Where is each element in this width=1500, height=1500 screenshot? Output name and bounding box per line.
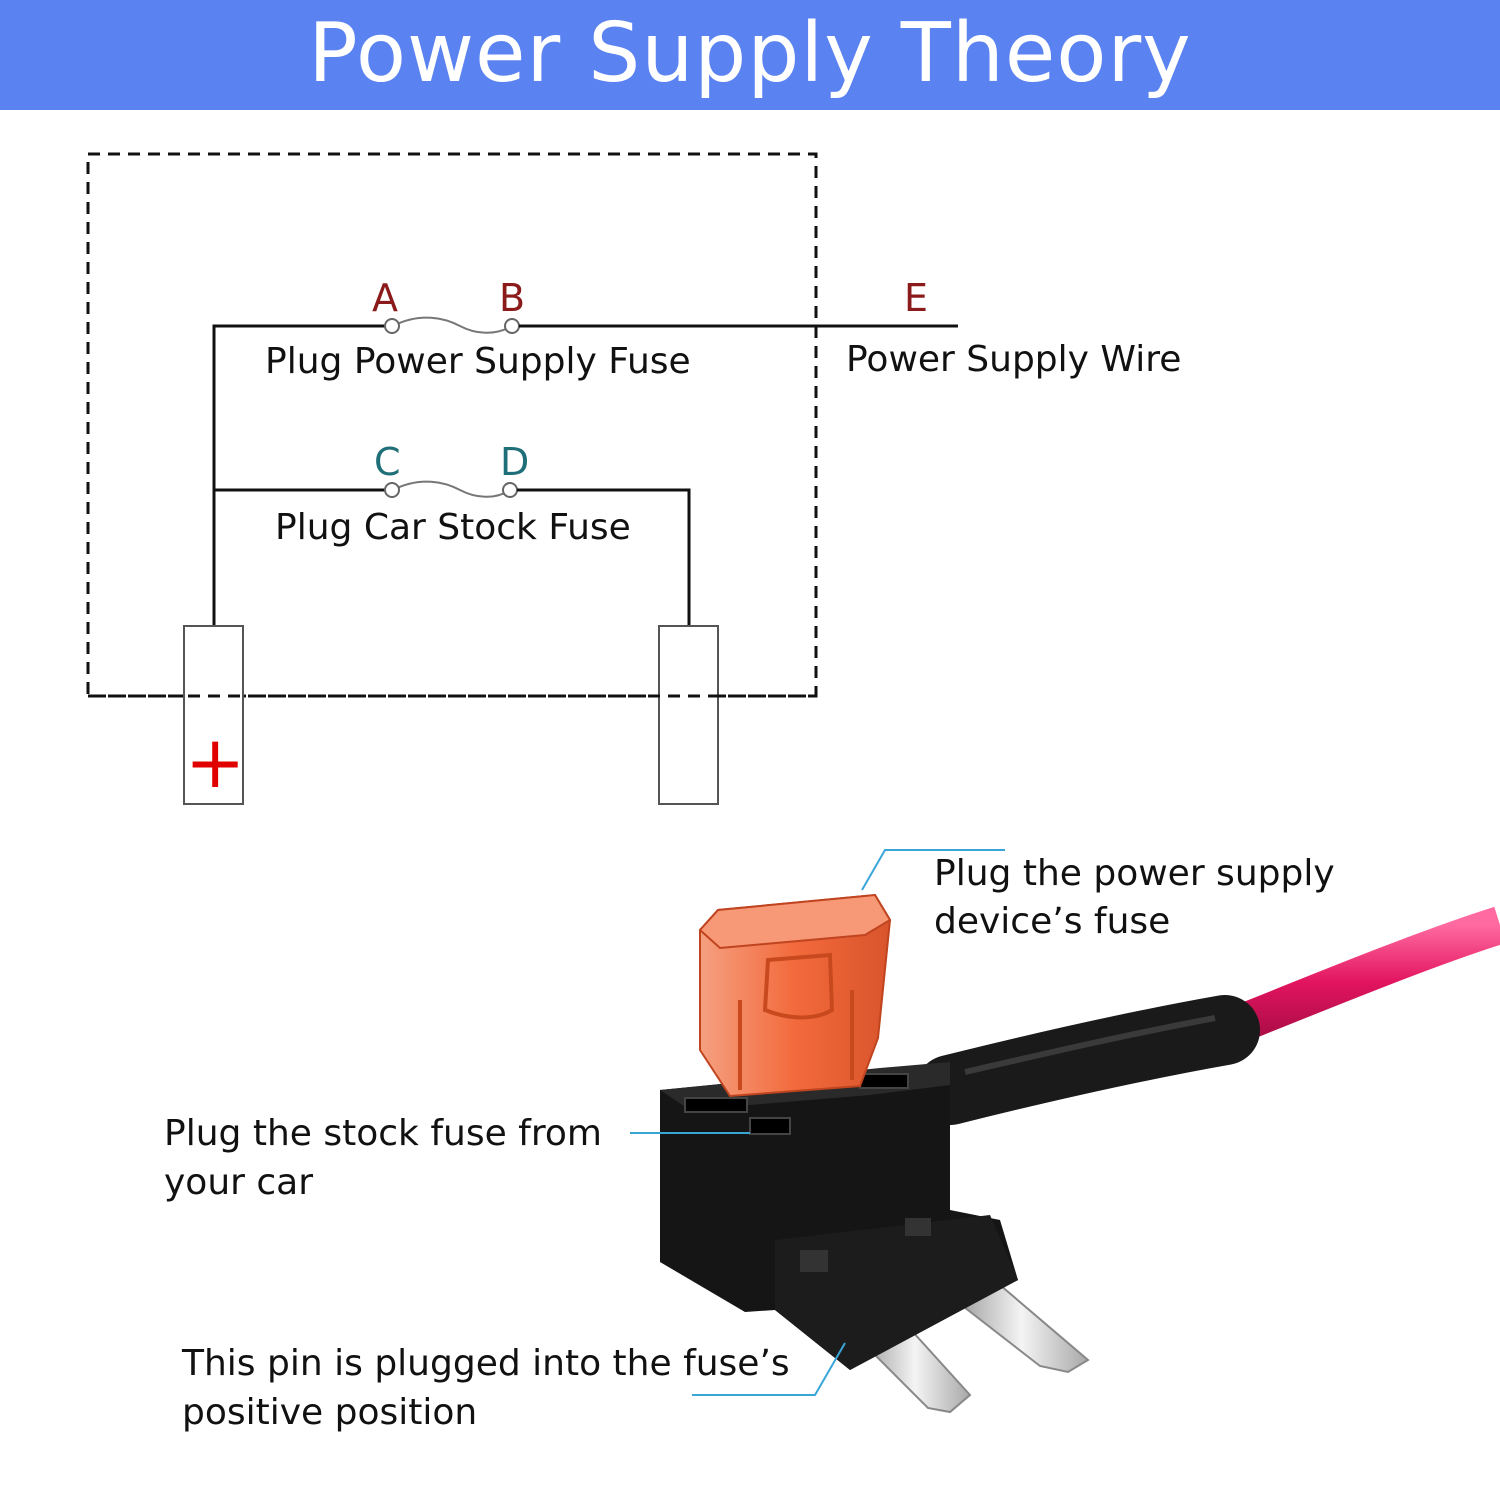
callout-line-bottom bbox=[692, 1342, 846, 1396]
terminal-a bbox=[384, 318, 400, 334]
callout-top-line-1: Plug the power supply bbox=[934, 853, 1335, 894]
callout-bottom-line-1: This pin is plugged into the fuse’s bbox=[182, 1343, 790, 1384]
positive-pin bbox=[183, 625, 244, 805]
wire-top-left bbox=[212, 324, 390, 626]
callout-middle-line-2: your car bbox=[164, 1162, 314, 1203]
orange-fuse-top bbox=[698, 893, 892, 950]
plug-car-stock-fuse-label: Plug Car Stock Fuse bbox=[275, 507, 631, 548]
stock-fuse-slot bbox=[684, 1097, 748, 1113]
callout-top-line-2: device’s fuse bbox=[934, 901, 1171, 942]
terminal-c bbox=[384, 482, 400, 498]
callout-line-top bbox=[861, 849, 1005, 891]
wire-d-to-right-pin bbox=[517, 488, 691, 626]
title-banner: Power Supply Theory bbox=[0, 0, 1500, 110]
node-b-label: B bbox=[499, 276, 526, 320]
callout-middle-line-1: Plug the stock fuse from bbox=[164, 1113, 602, 1154]
fuse-tap-lower-block bbox=[775, 1215, 1018, 1370]
body-recess-b bbox=[905, 1218, 931, 1236]
node-e-label: E bbox=[904, 276, 929, 320]
node-c-label: C bbox=[374, 440, 401, 484]
orange-fuse-window bbox=[762, 952, 835, 1020]
fuse-cd bbox=[392, 480, 511, 498]
body-recess-a bbox=[800, 1250, 828, 1272]
node-d-label: D bbox=[500, 440, 530, 484]
heat-shrink-sleeve bbox=[915, 995, 1260, 1125]
fuse-tap-boundary bbox=[86, 152, 818, 698]
stock-fuse-slot-2 bbox=[749, 1117, 791, 1135]
power-supply-wire-label: Power Supply Wire bbox=[846, 339, 1182, 380]
stock-fuse-slot-3 bbox=[859, 1073, 909, 1089]
callout-bottom-line-2: positive position bbox=[182, 1392, 478, 1433]
heat-shrink-highlight bbox=[964, 1015, 1216, 1075]
fuse-ab bbox=[392, 316, 513, 334]
plug-power-supply-fuse-label: Plug Power Supply Fuse bbox=[265, 341, 691, 382]
page-title: Power Supply Theory bbox=[308, 6, 1192, 101]
node-a-label: A bbox=[372, 276, 398, 320]
negative-pin bbox=[658, 625, 719, 805]
positive-symbol: + bbox=[185, 720, 246, 804]
